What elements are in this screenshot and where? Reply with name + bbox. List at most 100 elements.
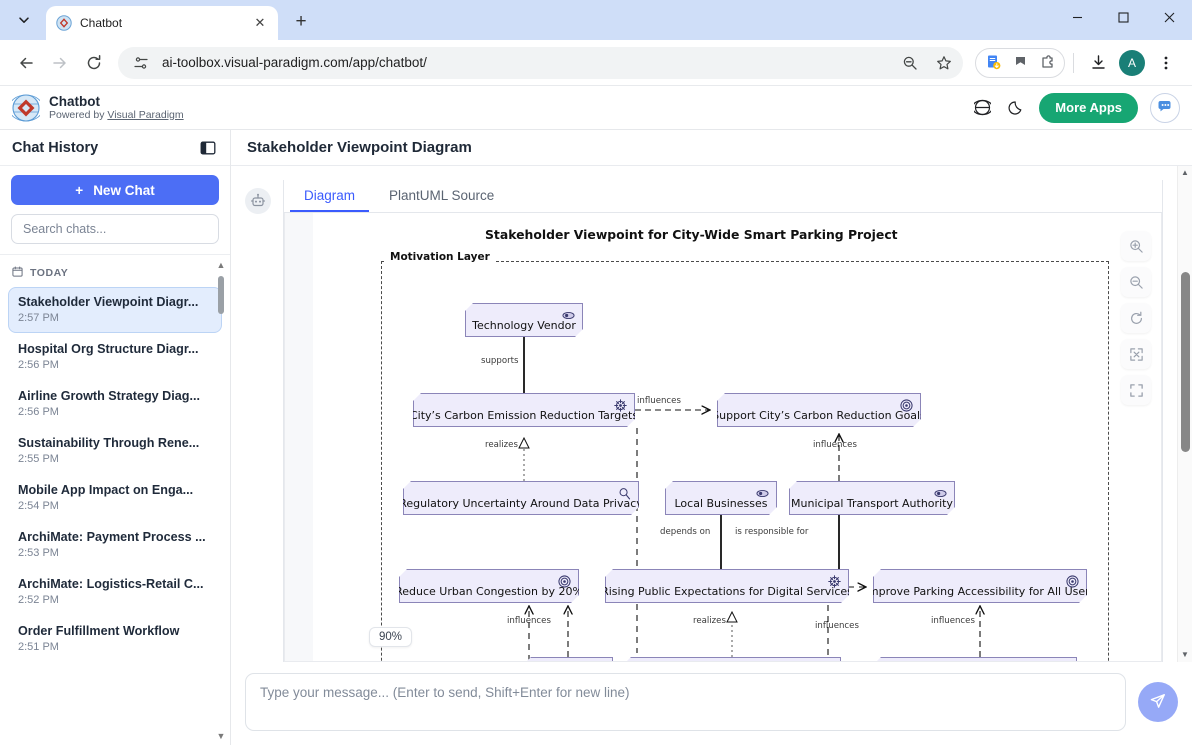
chat-history-item[interactable]: Stakeholder Viewpoint Diagr...2:57 PM [8,287,222,333]
kebab-menu-icon [1164,56,1168,69]
chat-history-item[interactable]: Hospital Org Structure Diagr...2:56 PM [8,334,222,380]
chat-history-item[interactable]: ArchiMate: Logistics-Retail C...2:52 PM [8,569,222,615]
chat-item-title: Sustainability Through Rene... [18,436,200,450]
more-apps-button[interactable]: More Apps [1039,92,1138,123]
zoom-out-icon[interactable] [1121,267,1151,297]
diagram-node-rising-expectations[interactable]: Rising Public Expectations for Digital S… [605,569,849,603]
new-chat-button[interactable]: + New Chat [11,175,219,205]
robot-icon [245,188,271,214]
chat-history-item[interactable]: Sustainability Through Rene... 2:55 PM [8,428,222,474]
diagram-edge-label: influences [637,396,681,406]
fullscreen-icon[interactable] [1121,375,1151,405]
diagram-node-label: Support City’s Carbon Reduction Goals [712,409,926,422]
reload-button[interactable] [78,47,110,79]
diagram-zoom-toolbar [1121,231,1151,405]
diagram-node-label: Rising Public Expectations for Digital S… [601,585,853,598]
zoom-in-icon[interactable] [1121,231,1151,261]
stakeholder-icon [756,487,769,500]
archimate-diagram-canvas[interactable]: Stakeholder Viewpoint for City-Wide Smar… [285,213,1161,661]
search-chats-input[interactable] [11,214,219,244]
main-scroll-down-icon[interactable]: ▼ [1181,650,1189,659]
app-title: Chatbot [49,93,100,109]
visual-paradigm-link[interactable]: Visual Paradigm [107,108,184,121]
sidebar-scrollbar[interactable]: ▲ ▼ [215,261,227,741]
tab-diagram[interactable]: Diagram [290,180,370,212]
window-close-button[interactable] [1146,0,1192,34]
sidebar-scroll-track[interactable] [218,272,224,730]
main-scroll-thumb[interactable] [1180,272,1190,452]
scroll-up-arrow-icon[interactable]: ▲ [216,260,226,270]
diagram-edge-label: depends on [660,527,711,537]
send-button[interactable] [1138,682,1178,722]
page-translate-icon[interactable] [982,52,1004,74]
scroll-down-arrow-icon[interactable]: ▼ [216,731,226,741]
chat-item-title: ArchiMate: Logistics-Retail C... [18,577,204,591]
diagram-node-regulatory[interactable]: Regulatory Uncertainty Around Data Priva… [403,481,639,515]
diagram-node-city-council[interactable]: City Council [523,657,613,662]
browser-tab-chatbot[interactable]: Chatbot ✕ [46,6,278,40]
diagram-tabs: Diagram PlantUML Source [284,180,1162,213]
diagram-edge-label: influences [815,621,859,631]
window-minimize-button[interactable] [1054,0,1100,34]
chat-item-time: 2:57 PM [18,312,59,324]
sidebar-scroll-thumb[interactable] [218,276,224,314]
chat-item-time: 2:55 PM [18,453,59,465]
diagram-node-improve-parking[interactable]: Improve Parking Accessibility for All Us… [873,569,1087,603]
motivation-layer-label: Motivation Layer [386,251,494,263]
back-button[interactable] [10,47,42,79]
downloads-button[interactable] [1082,47,1114,79]
main-scrollbar[interactable]: ▲ ▼ [1177,166,1192,662]
main-scroll-up-icon[interactable]: ▲ [1181,168,1189,177]
chat-item-title: Order Fulfillment Workflow [18,624,180,638]
chat-bubble-icon[interactable] [1150,92,1180,123]
diagram-node-strong-support[interactable]: Strong Public Support for Smart Parking [623,657,841,662]
moon-icon[interactable] [1005,97,1027,119]
fit-screen-icon[interactable] [1121,339,1151,369]
site-settings-icon[interactable] [128,50,154,76]
extensions-puzzle-icon[interactable] [1036,52,1058,74]
message-input[interactable] [245,673,1126,731]
window-controls [1054,0,1192,40]
chat-list: TODAY Stakeholder Viewpoint Diagr...2:57… [0,255,230,745]
bookmark-star-icon[interactable] [931,50,957,76]
chat-history-item[interactable]: Order Fulfillment Workflow 2:51 PM [8,616,222,662]
globe-icon[interactable] [971,97,993,119]
tab-plantuml-source[interactable]: PlantUML Source [375,180,508,212]
diagram-node-reduce-congestion[interactable]: Reduce Urban Congestion by 20% [399,569,579,603]
diagram-viewport[interactable]: Stakeholder Viewpoint for City-Wide Smar… [284,213,1162,662]
chat-history-item[interactable]: ArchiMate: Payment Process ...2:53 PM [8,522,222,568]
new-tab-button[interactable]: + [295,11,307,32]
diagram-node-transport-auth[interactable]: Municipal Transport Authority [789,481,955,515]
diagram-node-label: Technology Vendor [472,319,576,332]
diagram-node-parking-users[interactable]: Parking Users (Residents and Visitors) [873,657,1077,662]
diagram-node-local-biz[interactable]: Local Businesses [665,481,777,515]
tab-search-button[interactable] [4,3,44,37]
address-bar[interactable]: ai-toolbox.visual-paradigm.com/app/chatb… [118,46,963,79]
diagram-edge-label: is responsible for [735,527,809,537]
diagram-node-carbon-targets[interactable]: City’s Carbon Emission Reduction Targets [413,393,635,427]
tab-close-icon[interactable]: ✕ [254,15,266,30]
reset-zoom-icon[interactable] [1121,303,1151,333]
chat-item-time: 2:51 PM [18,641,59,653]
forward-button[interactable] [44,47,76,79]
main-title-bar: Stakeholder Viewpoint Diagram [231,130,1192,166]
extension-pill [975,47,1065,78]
main-scroll-track[interactable] [1180,180,1190,648]
main-panel: Stakeholder Viewpoint Diagram Diagram Pl… [231,130,1192,745]
app-brand[interactable]: Chatbot Powered by Visual Paradigm [8,93,184,122]
diagram-node-support-carbon[interactable]: Support City’s Carbon Reduction Goals [717,393,921,427]
page-title: Stakeholder Viewpoint Diagram [247,139,472,156]
chat-history-item[interactable]: Airline Growth Strategy Diag...2:56 PM [8,381,222,427]
chat-history-item[interactable]: Mobile App Impact on Enga...2:54 PM [8,475,222,521]
panel-toggle-icon[interactable] [198,138,218,158]
window-maximize-button[interactable] [1100,0,1146,34]
bookmark-manager-icon[interactable] [1009,52,1031,74]
zoom-level-badge: 90% [369,627,413,647]
diagram-edge-label: realizes [693,616,726,626]
diagram-node-tech-vendor[interactable]: Technology Vendor [465,303,583,337]
app-subtitle: Powered by Visual Paradigm [49,109,184,122]
browser-menu-button[interactable] [1150,47,1182,79]
profile-avatar[interactable]: A [1119,49,1145,76]
zoom-out-icon[interactable] [897,50,923,76]
goal-icon [558,575,571,588]
